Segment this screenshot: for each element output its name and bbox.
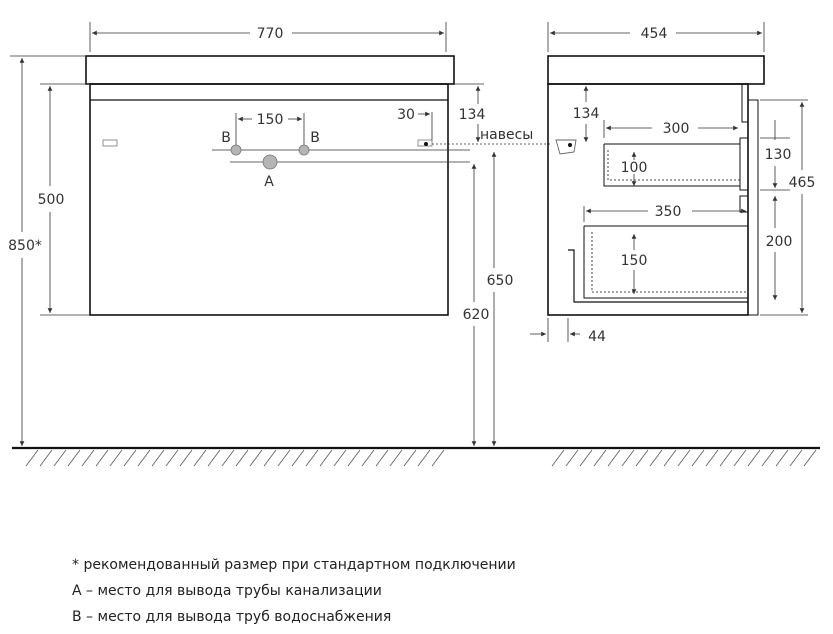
- dim-bottom-drawer-depth: 350: [655, 204, 682, 220]
- bottom-drawer-inner: [591, 232, 748, 293]
- hanger-bracket-icon: [555, 139, 577, 155]
- floor-hatch-front: [25, 449, 445, 467]
- water-pipe-right-icon: [298, 144, 310, 156]
- dim-hanger-offset: 30: [397, 107, 415, 123]
- dim-top-drawer-inner-height: 100: [621, 160, 648, 176]
- hanger-label: навесы: [480, 127, 533, 143]
- dim-depth: 454: [641, 26, 668, 42]
- front-panel-top: [741, 83, 749, 123]
- dim-top-drawer-depth: 300: [663, 121, 690, 137]
- siphon-cutout: [568, 249, 748, 303]
- dim-top-drawer-height: 130: [765, 147, 792, 163]
- hanger-bracket-point-icon: [568, 143, 572, 147]
- drain-pipe-icon: [262, 154, 278, 170]
- floor-hatch-side: [551, 449, 817, 467]
- drain-marker: A: [264, 174, 274, 190]
- hanger-left-icon: [102, 139, 118, 147]
- hanger-right-icon: [417, 139, 433, 147]
- top-drawer-box: [603, 143, 740, 187]
- dim-front-offset: 44: [588, 329, 606, 345]
- dim-height-to-hangers: 620: [463, 307, 490, 323]
- countertop-side: [547, 55, 765, 85]
- side-dimension-lines: [530, 22, 808, 342]
- note-recommended-size: * рекомендованный размер при стандартном…: [72, 557, 516, 573]
- side-view: [547, 55, 765, 316]
- notes-list: * рекомендованный размер при стандартном…: [72, 556, 516, 634]
- dim-bottom-drawer-height: 200: [766, 234, 793, 250]
- dim-height-to-top: 650: [487, 273, 514, 289]
- hanger-point-icon: [424, 142, 428, 146]
- dim-bottom-drawer-inner-height: 150: [621, 253, 648, 269]
- dim-total-height: 850*: [8, 238, 42, 254]
- dim-hanger-drop-side: 134: [573, 106, 600, 122]
- water-pipe-left-icon: [230, 144, 242, 156]
- countertop-front: [85, 55, 455, 85]
- front-view: [85, 55, 455, 316]
- front-panel-drawer-2: [739, 195, 749, 213]
- dim-pipe-spacing: 150: [257, 112, 284, 128]
- cabinet-body-front: [89, 83, 449, 316]
- dim-total-width: 770: [257, 26, 284, 42]
- water-marker-left: B: [221, 130, 231, 146]
- front-dimension-lines: [10, 22, 552, 446]
- note-drain-pipe: А – место для вывода трубы канализации: [72, 583, 382, 599]
- front-panel-drawer-1: [739, 137, 749, 191]
- pipe-guides: [212, 112, 470, 163]
- dim-hanger-drop-front: 134: [459, 107, 486, 123]
- bottom-drawer-box: [583, 225, 748, 299]
- top-drawer-inner: [607, 150, 740, 181]
- front-panel-upper: [747, 99, 759, 316]
- note-water-pipes: В – место для вывода труб водоснабжения: [72, 609, 392, 625]
- dim-front-height: 465: [789, 175, 816, 191]
- dim-body-height: 500: [38, 192, 65, 208]
- water-marker-right: B: [310, 130, 320, 146]
